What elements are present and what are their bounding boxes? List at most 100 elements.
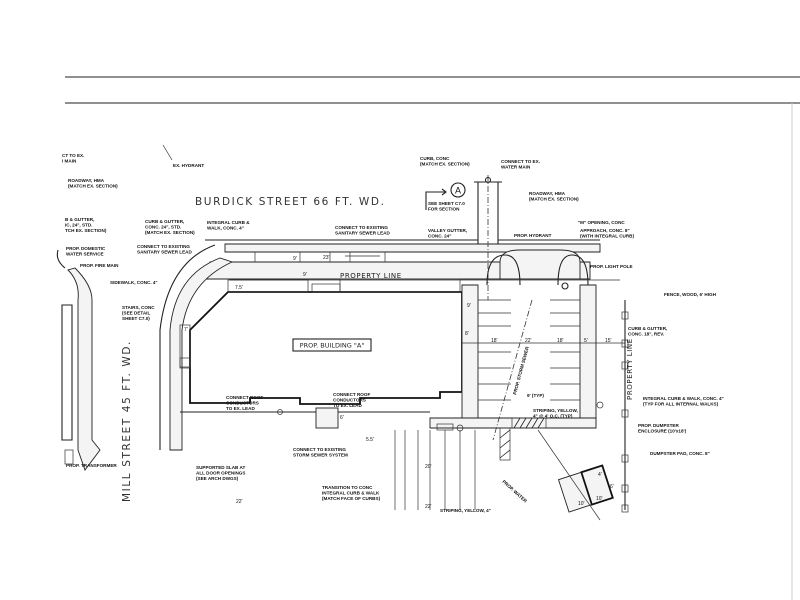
note-curb-conc: CURB, CONC(MATCH EX. SECTION) — [420, 156, 470, 166]
note-line: I MAIN — [62, 158, 77, 163]
note-curb-gutter-right: CURB & GUTTER,CONC. 18", REV. — [628, 326, 667, 336]
note-connect-water: CONNECT TO EX.WATER MAIN — [501, 159, 540, 169]
note-line: CONNECT TO EXISTING — [293, 447, 346, 452]
note-line: PROP. TRANSFORMER — [66, 463, 117, 468]
note-line: VALLEY GUTTER, — [428, 228, 467, 233]
note-line: SHEET C7.0) — [122, 316, 150, 321]
street-label-burdick: BURDICK STREET 66 FT. WD. — [195, 196, 386, 208]
note-line: PROP. DOMESTIC — [66, 246, 106, 251]
note-line: CONNECT ROOF — [226, 395, 263, 400]
note-line: SIDEWALK, CONC. 4" — [110, 280, 158, 285]
driveway-approach — [486, 249, 589, 290]
note-line: CURB & GUTTER, — [145, 219, 184, 224]
note-line: INTEGRAL CURB & WALK — [322, 490, 380, 495]
fence-post-marker — [621, 339, 629, 348]
note-striping-bottom: STRIPING, YELLOW, 4" — [440, 508, 491, 513]
dimension-label: 6' — [340, 415, 344, 421]
fence-post-marker — [621, 454, 629, 463]
note-line: (MATCH EX. SECTION) — [420, 161, 470, 166]
note-line: TO EX. LEAD — [333, 403, 362, 408]
note-line: (SEE DETAIL — [122, 310, 150, 315]
dimension-label: 10' — [578, 501, 585, 507]
fence-post-marker — [621, 504, 629, 513]
fence-post-marker — [621, 409, 629, 418]
note-line: PROP. STORM SEWER — [512, 345, 530, 395]
note-line: PROP. HYDRANT — [514, 233, 552, 238]
note-prop-transformer: PROP. TRANSFORMER — [66, 463, 117, 468]
note-line: SANITARY SEWER LEAD — [335, 230, 390, 235]
note-sidewalk: SIDEWALK, CONC. 4" — [110, 280, 158, 285]
storm-sewer-line — [492, 299, 533, 441]
note-prop-fire-main: PROP. FIRE MAIN — [80, 263, 119, 268]
note-line: B & GUTTER, — [65, 217, 94, 222]
dimension-label: 9' — [293, 256, 297, 262]
dimension-label: 4' — [598, 472, 602, 478]
dimension-label: 22' — [425, 504, 432, 510]
property-line-label-top: PROPERTY LINE — [340, 272, 402, 280]
building-a: PROP. BUILDING "A" — [179, 278, 463, 429]
note-fence: FENCE, WOOD, 6' HIGH — [664, 292, 717, 297]
note-line: 4" @ 4' O.C. (TYP) — [533, 413, 573, 418]
dimension-label: 20' — [425, 464, 432, 470]
note-line: PROP. LIGHT POLE — [590, 264, 633, 269]
note-line: (MATCH EX. SECTION) — [68, 183, 118, 188]
note-striping-typ: STRIPING, YELLOW,4" @ 4' O.C. (TYP) — [533, 408, 578, 418]
note-ex-hydrant: EX. HYDRANT — [173, 163, 204, 168]
note-line: IC, 24", STD. — [65, 222, 92, 227]
building-label: PROP. BUILDING "A" — [300, 342, 365, 350]
note-curb-gutter-left: B & GUTTER,IC, 24", STD.TCH EX. SECTION) — [65, 217, 107, 233]
note-line: FOR SECTION — [428, 206, 460, 211]
property-line-right: PROPERTY LINE — [621, 300, 634, 513]
note-line: (MATCH EX. SECTION) — [529, 196, 579, 201]
note-line: TRANSITION TO CONC — [322, 485, 373, 490]
note-line: STAIRS, CONC — [122, 305, 155, 310]
dimension-label: 18' — [557, 338, 564, 344]
note-line: ENCLOSURE (10'x18') — [638, 428, 687, 433]
note-line: (MATCH EX. SECTION) — [145, 230, 195, 235]
dimension-label: 15' — [605, 338, 612, 344]
note-line: (MATCH FACE OF CURBS) — [322, 496, 381, 501]
corner-sidewalk — [159, 244, 234, 451]
note-roadway-left: ROADWAY, HMA(MATCH EX. SECTION) — [68, 178, 118, 188]
note-line: ALL DOOR OPENINGS — [196, 470, 245, 475]
dumpster-enclosure — [557, 464, 614, 513]
section-marker: A — [425, 182, 466, 210]
dimension-label: 5.5' — [366, 437, 374, 443]
note-line: CT TO EX. — [62, 153, 84, 158]
dimension-label: 23' — [323, 255, 330, 261]
dimension-label: 8' — [465, 331, 469, 337]
note-line: STRIPING, YELLOW, 4" — [440, 508, 491, 513]
leader-line — [537, 429, 601, 521]
fence-post-marker — [621, 361, 629, 370]
note-line: FENCE, WOOD, 6' HIGH — [664, 292, 717, 297]
note-valley-gutter: VALLEY GUTTER,CONC. 24" — [428, 228, 467, 238]
note-line: (WITH INTEGRAL CURB) — [580, 233, 634, 238]
note-integral-walk-right: INTEGRAL CURB & WALK, CONC. 4"(TYP FOR A… — [643, 396, 724, 406]
note-line: CONDUCTORS — [333, 397, 366, 402]
note-line: PROP. DUMPSTER — [638, 423, 679, 428]
note-line: STRIPING, YELLOW, — [533, 408, 578, 413]
note-prop-storm-sewer: PROP. STORM SEWER — [512, 345, 530, 395]
note-prop-water: PROP. WATER — [501, 479, 528, 504]
note-line: STORM SEWER SYSTEM — [293, 452, 348, 457]
note-line: WALK, CONC. 4" — [207, 225, 244, 230]
dimension-label: 22' — [525, 338, 532, 344]
note-line: DUMPSTER PAD, CONC. 8" — [650, 451, 710, 456]
fence-post-marker — [621, 311, 629, 320]
note-line: SEE SHEET C7.0 — [428, 201, 465, 206]
light-pole-icon — [561, 282, 569, 290]
note-line: TCH EX. SECTION) — [65, 228, 107, 233]
note-line: CONC. 18", REV. — [628, 331, 664, 336]
south-striping — [394, 430, 476, 510]
note-line: (SEE ARCH DWGS) — [196, 476, 239, 481]
note-line: CURB, CONC — [420, 156, 450, 161]
